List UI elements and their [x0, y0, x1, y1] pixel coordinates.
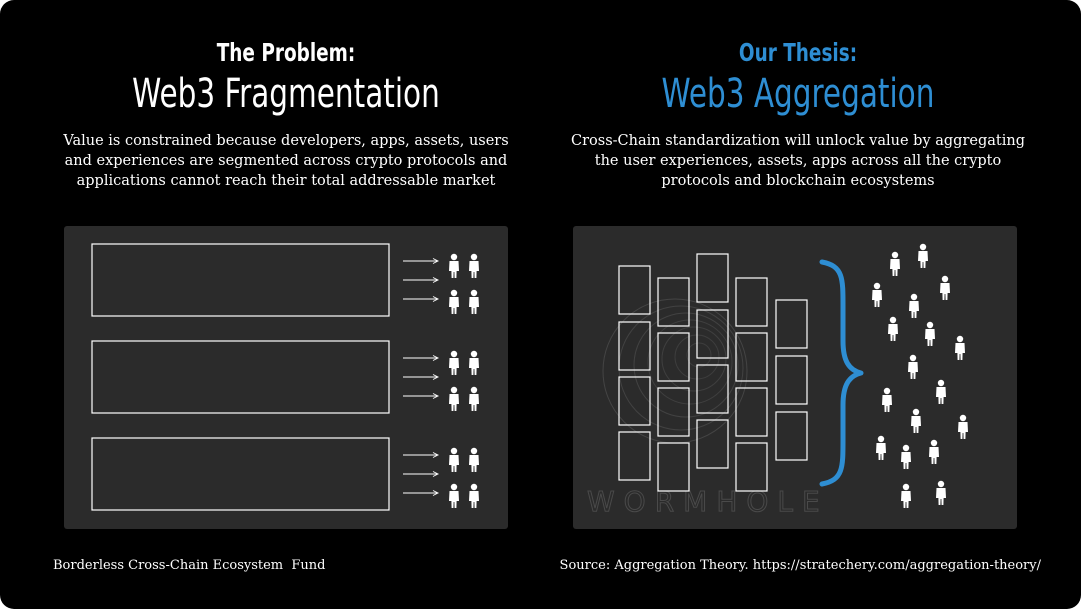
protocol-blocks — [618, 253, 808, 492]
thesis-description: Cross-Chain standardization will unlock … — [571, 133, 1025, 189]
thesis-kicker: Our Thesis: — [738, 38, 858, 67]
source-citation: Source: Aggregation Theory. https://stra… — [559, 558, 1041, 573]
fragmented-protocol-row-1 — [92, 244, 479, 316]
fragmentation-diagram — [64, 226, 508, 529]
problem-kicker: The Problem: — [216, 38, 356, 67]
fragmented-protocol-row-3 — [92, 438, 479, 510]
aggregation-diagram: WORMHOLE — [573, 226, 1017, 529]
wormhole-logo — [602, 298, 748, 444]
problem-title: Web3 Fragmentation — [132, 71, 440, 117]
problem-description: Value is constrained because developers,… — [63, 133, 509, 189]
fund-name: Borderless Cross-Chain Ecosystem Fund — [53, 558, 326, 573]
fragmented-protocol-row-2 — [92, 341, 479, 413]
wormhole-watermark: WORMHOLE — [587, 485, 829, 518]
aggregation-brace — [819, 259, 864, 487]
thesis-title: Web3 Aggregation — [661, 71, 935, 117]
aggregation-svg: WORMHOLE — [587, 243, 968, 519]
fragmentation-svg — [64, 226, 508, 529]
aggregated-users — [872, 243, 968, 508]
